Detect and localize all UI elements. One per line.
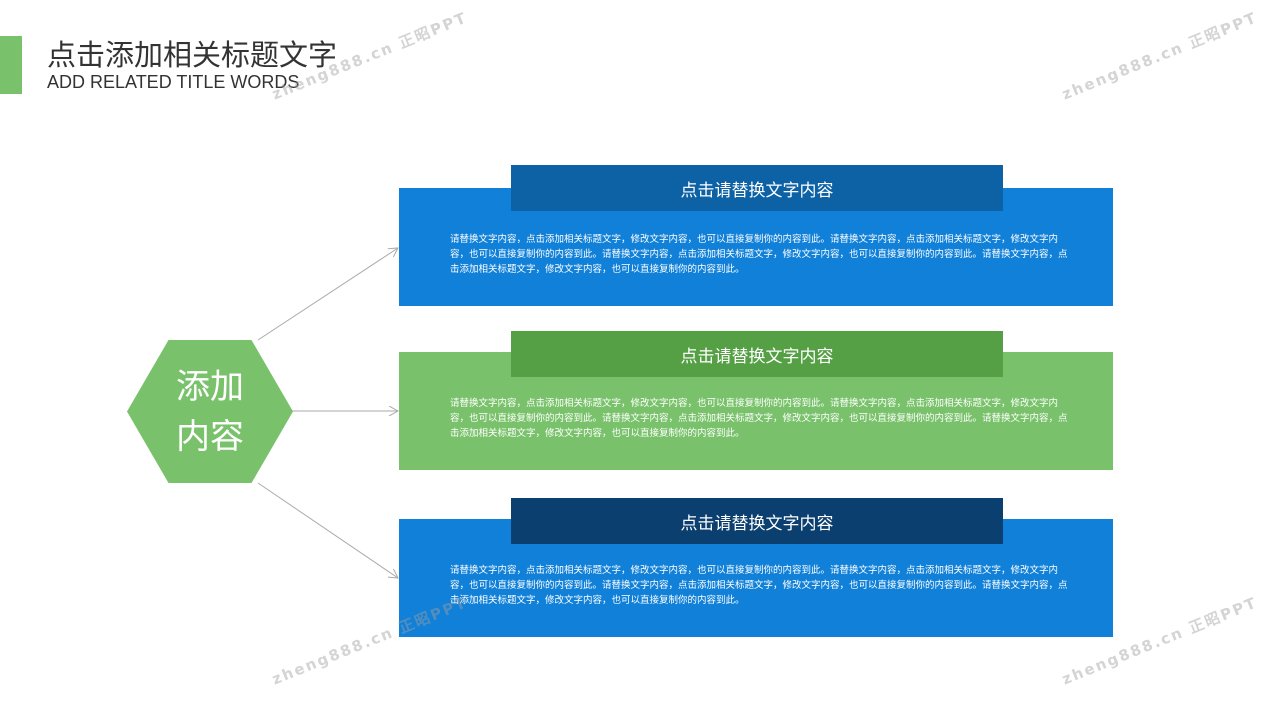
hexagon-line2: 内容 bbox=[176, 416, 244, 457]
content-header-3: 点击请替换文字内容 bbox=[511, 498, 1003, 544]
content-body: 请替换文字内容，点击添加相关标题文字，修改文字内容，也可以直接复制你的内容到此。… bbox=[450, 565, 1068, 606]
content-body: 请替换文字内容，点击添加相关标题文字，修改文字内容，也可以直接复制你的内容到此。… bbox=[450, 234, 1068, 275]
hexagon-line1: 添加 bbox=[176, 366, 244, 407]
page-title: 点击添加相关标题文字 bbox=[47, 38, 338, 72]
content-header-1: 点击请替换文字内容 bbox=[511, 165, 1003, 211]
arrow-1 bbox=[257, 248, 398, 341]
content-header-2: 点击请替换文字内容 bbox=[511, 331, 1003, 377]
content-body: 请替换文字内容，点击添加相关标题文字，修改文字内容，也可以直接复制你的内容到此。… bbox=[450, 398, 1068, 439]
title-accent-bar bbox=[0, 36, 22, 94]
arrow-3 bbox=[257, 482, 398, 578]
page-subtitle: ADD RELATED TITLE WORDS bbox=[47, 72, 300, 92]
